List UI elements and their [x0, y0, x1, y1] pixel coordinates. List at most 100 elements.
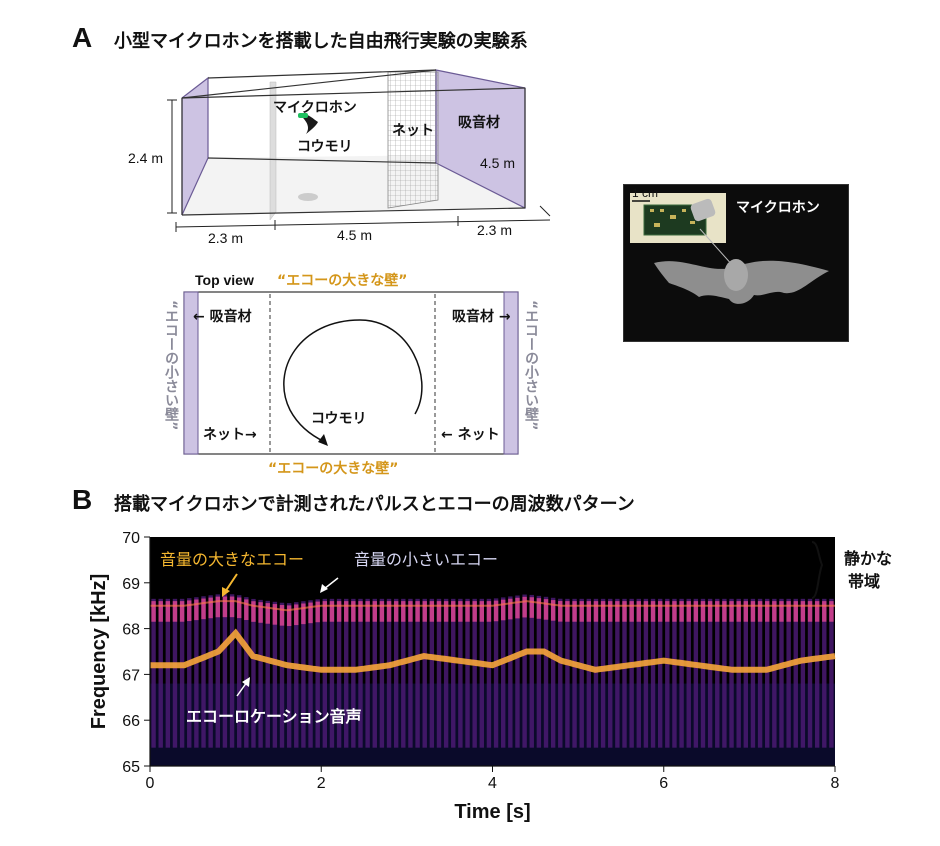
echo-mark — [715, 601, 720, 622]
pulse-column — [786, 598, 791, 748]
pulse-column — [515, 595, 520, 748]
echo-mark — [187, 600, 192, 622]
pulse-column — [236, 595, 242, 748]
echo-mark — [686, 601, 691, 622]
pulse-column — [579, 598, 584, 748]
echo-mark — [822, 601, 827, 622]
echo-mark — [800, 601, 806, 622]
panel-a-title: 小型マイクロホンを搭載した自由飛行実験の実験系 — [114, 31, 528, 52]
pulse-column — [715, 598, 720, 748]
pulse-column — [814, 598, 820, 748]
x-axis-title: Time [s] — [454, 801, 530, 823]
pulse-column — [408, 598, 413, 748]
room-microphone-label: マイクロホン — [273, 100, 357, 116]
echo-mark — [515, 597, 520, 619]
pulse-column — [222, 594, 228, 748]
pulse-column — [765, 598, 770, 748]
echo-mark — [279, 605, 285, 626]
x-tick-label: 2 — [317, 775, 326, 792]
echo-mark — [558, 601, 563, 622]
pulse-column — [286, 603, 292, 748]
echo-mark — [286, 605, 292, 627]
photo-microphone-label: マイクロホン — [736, 200, 820, 216]
pulse-column — [793, 598, 798, 748]
pulse-column — [722, 598, 727, 748]
pulse-column — [265, 600, 270, 748]
pulse-column — [493, 598, 499, 748]
echo-mark — [429, 601, 435, 622]
x-tick-label: 4 — [488, 775, 497, 792]
pulse-column — [593, 598, 599, 748]
y-tick-label: 68 — [122, 622, 140, 639]
echo-mark — [501, 599, 506, 621]
echo-mark — [486, 601, 492, 622]
echo-mark — [172, 601, 178, 622]
room-depth-label: 4.5 m — [480, 155, 516, 171]
pulse-column — [336, 598, 342, 748]
pulse-column — [465, 598, 470, 748]
pulse-column — [586, 598, 592, 748]
pulse-column — [807, 598, 813, 748]
room-floor — [182, 155, 525, 215]
echo-mark — [772, 601, 777, 622]
echo-mark — [493, 600, 499, 622]
pulse-column — [757, 598, 763, 748]
echo-mark — [329, 601, 335, 622]
echo-mark — [643, 601, 649, 622]
echo-mark — [779, 601, 784, 622]
room-width-center: 4.5 m — [337, 227, 373, 243]
echo-mark — [529, 597, 534, 618]
pulse-column — [501, 597, 506, 748]
pulse-column — [165, 598, 171, 748]
bat-icon — [300, 114, 318, 134]
echo-mark — [294, 604, 299, 626]
y-tick-label: 66 — [122, 713, 140, 730]
pulse-column — [565, 598, 570, 748]
echo-mark — [458, 601, 463, 622]
pulse-column — [393, 598, 399, 748]
echo-mark — [415, 601, 420, 622]
pulse-column — [244, 597, 249, 748]
pulse-column — [729, 598, 734, 748]
echo-mark — [265, 603, 270, 624]
pulse-column — [436, 598, 442, 748]
echo-mark — [344, 601, 349, 622]
pulse-column — [479, 598, 484, 748]
echo-mark — [743, 601, 749, 622]
pulse-column — [543, 596, 549, 748]
pulse-column — [679, 598, 684, 748]
x-tick-label: 0 — [146, 775, 155, 792]
x-tick-label: 8 — [831, 775, 840, 792]
pulse-column — [779, 598, 784, 748]
pulse-column — [693, 598, 699, 748]
echo-mark — [814, 601, 820, 622]
echo-mark — [593, 601, 599, 622]
echo-mark — [272, 604, 278, 625]
pulse-column — [458, 598, 463, 748]
top-view-wall-small-echo-right: “エコーの小さい壁” — [523, 300, 539, 431]
top-view-wall-large-echo-top: “エコーの大きな壁” — [277, 273, 408, 289]
pulse-column — [344, 598, 349, 748]
pulse-column — [301, 601, 306, 748]
echo-mark — [229, 596, 235, 618]
pulse-column — [550, 597, 556, 748]
pulse-column — [615, 598, 620, 748]
echo-mark — [757, 601, 763, 622]
room-net-label: ネット — [392, 123, 434, 139]
pulse-column — [636, 598, 641, 748]
echo-mark — [179, 601, 185, 622]
pulse-column — [172, 598, 178, 748]
pulse-column — [322, 598, 328, 748]
pulse-column — [451, 598, 456, 748]
pulse-column — [158, 598, 163, 748]
pulse-column — [822, 598, 827, 748]
echo-mark — [322, 601, 328, 622]
echo-mark — [258, 602, 263, 623]
top-view-diagram — [183, 291, 519, 455]
pulse-column — [187, 598, 192, 748]
echo-mark — [657, 601, 663, 622]
pulse-column — [251, 598, 256, 748]
pulse-column — [151, 598, 156, 748]
room-3d-diagram — [167, 69, 551, 232]
pulse-column — [700, 598, 706, 748]
